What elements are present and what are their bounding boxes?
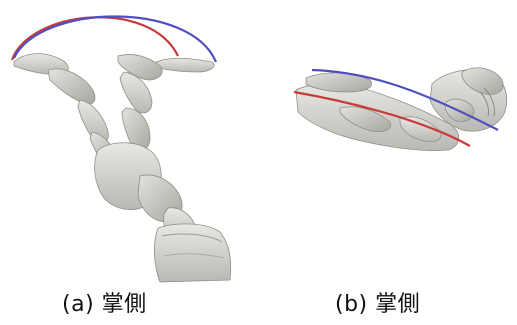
panel-b-bones (296, 68, 507, 151)
panel-a-bones (14, 54, 231, 282)
panel-b-caption: (b) 掌側 (335, 286, 420, 318)
panel-a-caption: (a) 掌側 (62, 286, 147, 318)
